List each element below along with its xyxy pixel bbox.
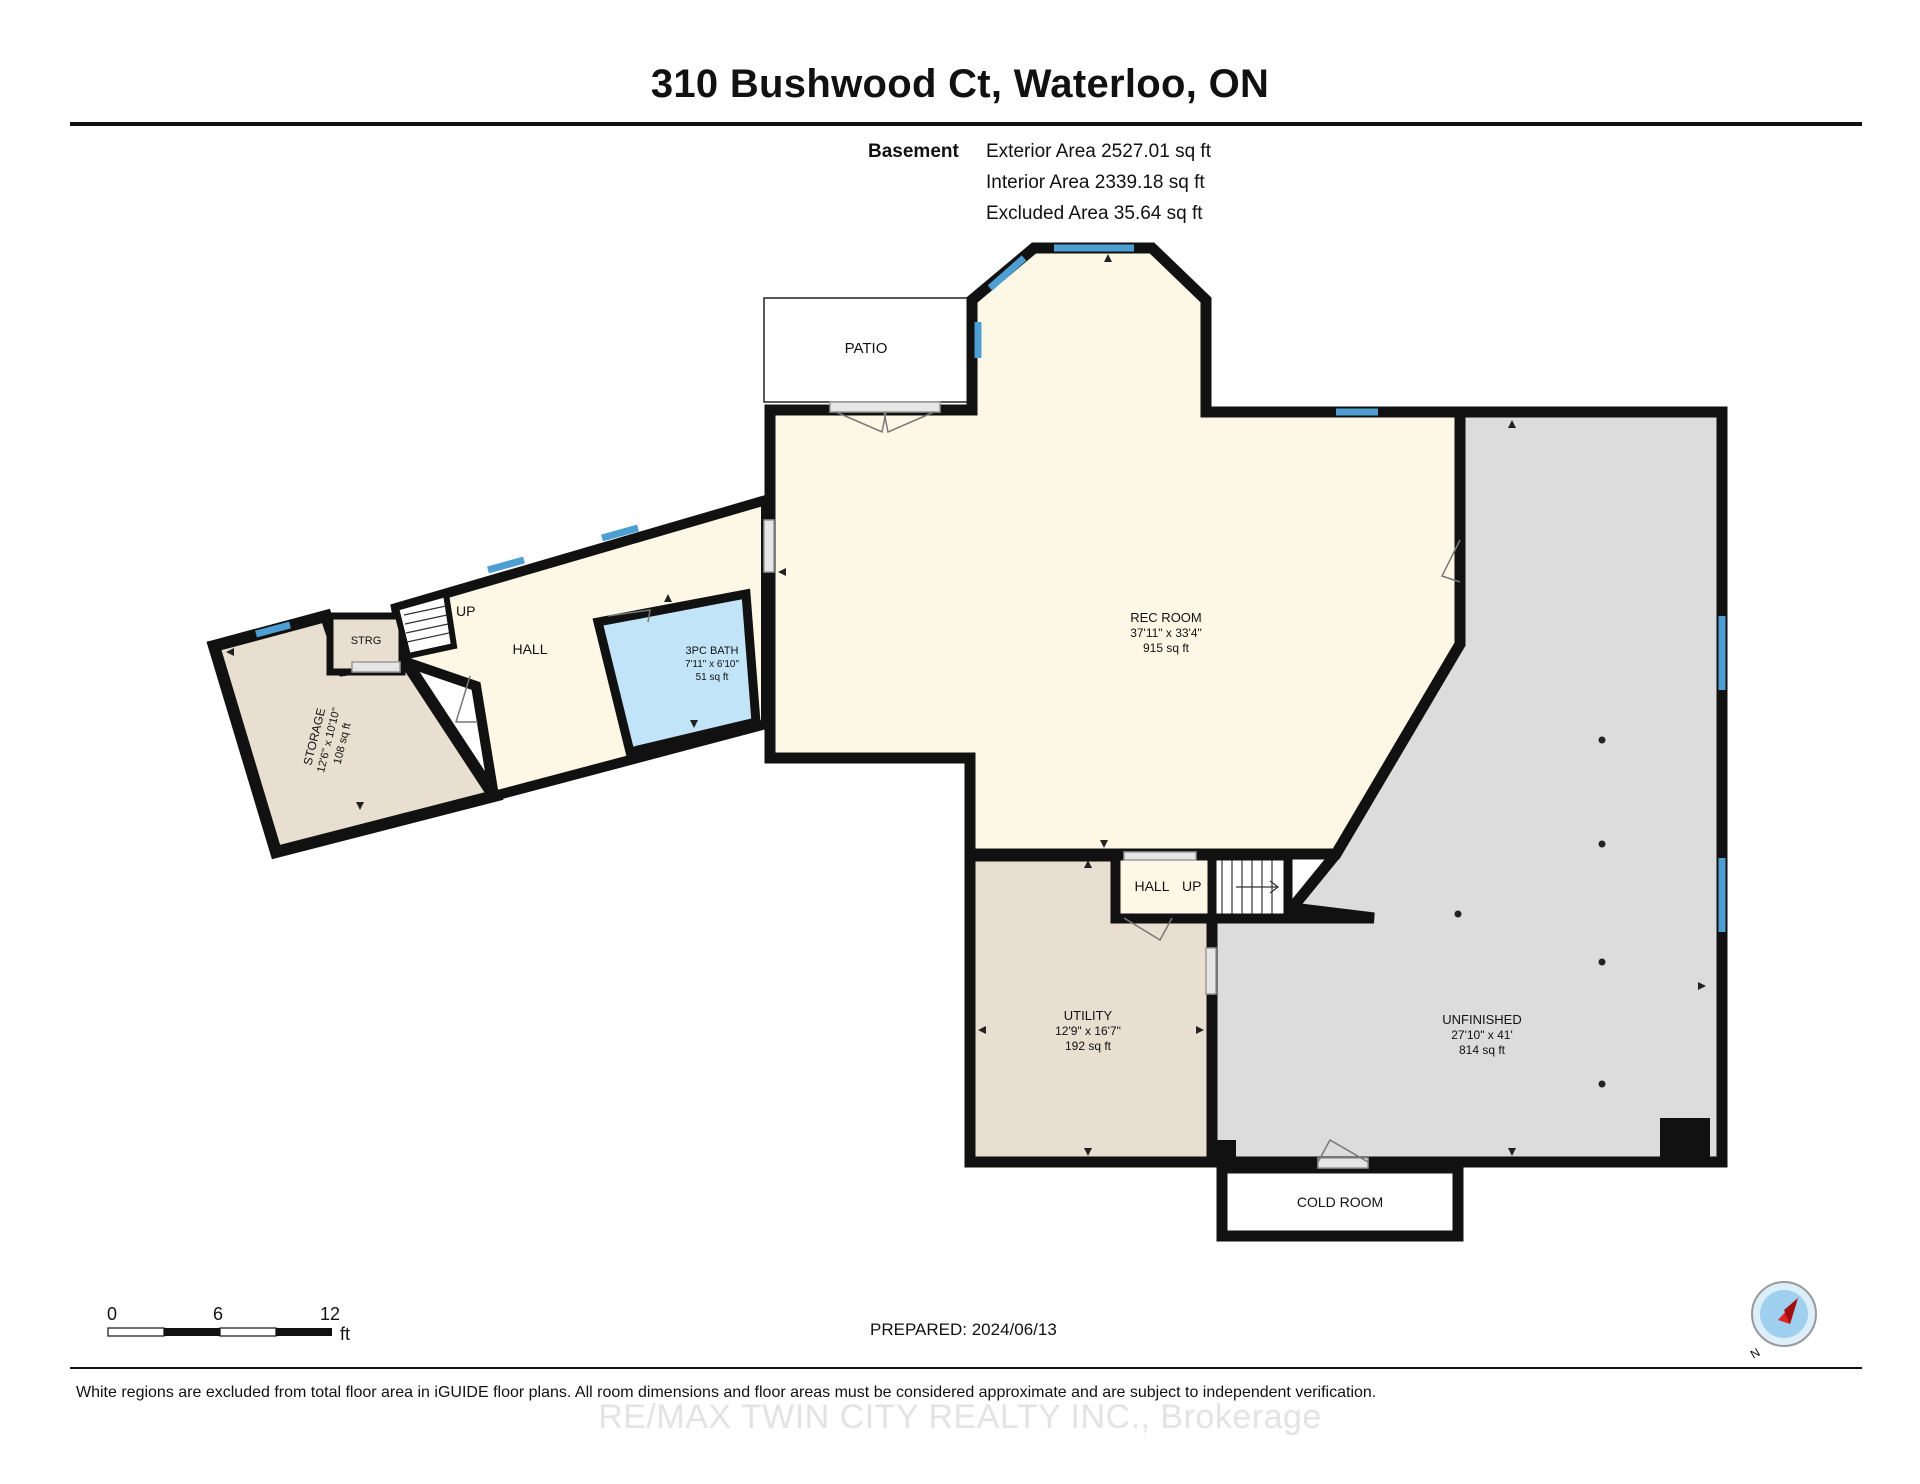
header-rule [70,122,1862,126]
rec-room-area: 915 sq ft [1143,641,1190,655]
exterior-area: Exterior Area 2527.01 sq ft [986,141,1211,162]
bath-area: 51 sq ft [696,672,729,683]
floor-plan: PATIO REC ROOM 37'11" x 33'4" 915 sq ft … [206,242,1728,1242]
rec-room-dims: 37'11" x 33'4" [1130,626,1202,640]
hall-south-label: HALL [1134,878,1169,894]
area-lines: Exterior Area 2527.01 sq ft Interior Are… [986,136,1211,229]
level-name: Basement [868,141,959,162]
stairs-south-label: UP [1182,878,1201,894]
brokerage-watermark: RE/MAX TWIN CITY REALTY INC., Brokerage [598,1398,1322,1436]
excluded-area: Excluded Area 35.64 sq ft [986,203,1203,224]
windows [255,244,1726,932]
column-block-west [1214,1140,1236,1158]
column-dots [1454,736,1606,1088]
compass-north-label: N [1748,1345,1763,1360]
utility-dims: 12'9" x 16'7" [1055,1024,1121,1038]
scale-unit: ft [340,1324,350,1344]
scale-segment-1 [107,1327,165,1337]
scale-bar: 0 6 12 ft [107,1304,350,1344]
bath-label: 3PC BATH [686,645,739,657]
column-block-east [1660,1118,1710,1158]
interior-area: Interior Area 2339.18 sq ft [986,172,1205,193]
scale-tick-0: 0 [107,1304,117,1324]
patio-label: PATIO [845,340,888,357]
rec-room-label: REC ROOM [1130,610,1202,625]
utility-label: UTILITY [1064,1008,1113,1023]
storage-room [206,608,504,860]
storage-label-group: STORAGE 12'6" x 10'10" 108 sq ft [301,706,354,773]
bath-dims: 7'11" x 6'10" [685,659,740,670]
disclaimer-text: White regions are excluded from total fl… [76,1384,1377,1401]
dimension-markers [226,254,1706,1156]
utility-area: 192 sq ft [1065,1039,1112,1053]
prepared-date: PREPARED: 2024/06/13 [870,1320,1057,1339]
unfinished-area: 814 sq ft [1459,1043,1506,1057]
scale-tick-6: 6 [213,1304,223,1324]
compass-icon: N [1748,1281,1817,1360]
bath-room [592,588,761,758]
hall-west-label: HALL [512,641,547,657]
scale-segment-4 [276,1328,332,1336]
unfinished-dims: 27'10" x 41' [1451,1028,1513,1042]
cold-room [1216,1162,1464,1242]
stairs-west [392,590,458,660]
scale-tick-12: 12 [320,1304,340,1324]
unfinished-label: UNFINISHED [1442,1012,1521,1027]
strg-label: STRG [351,635,382,647]
cold-room-label: COLD ROOM [1297,1194,1383,1210]
doors [351,401,1461,1169]
stairs-south-treads [1221,860,1279,914]
footer-rule [70,1367,1862,1369]
stairs-west-label: UP [456,603,475,619]
scale-segment-2 [164,1328,220,1336]
page-title: 310 Bushwood Ct, Waterloo, ON [650,62,1270,106]
scale-segment-3 [219,1327,277,1337]
